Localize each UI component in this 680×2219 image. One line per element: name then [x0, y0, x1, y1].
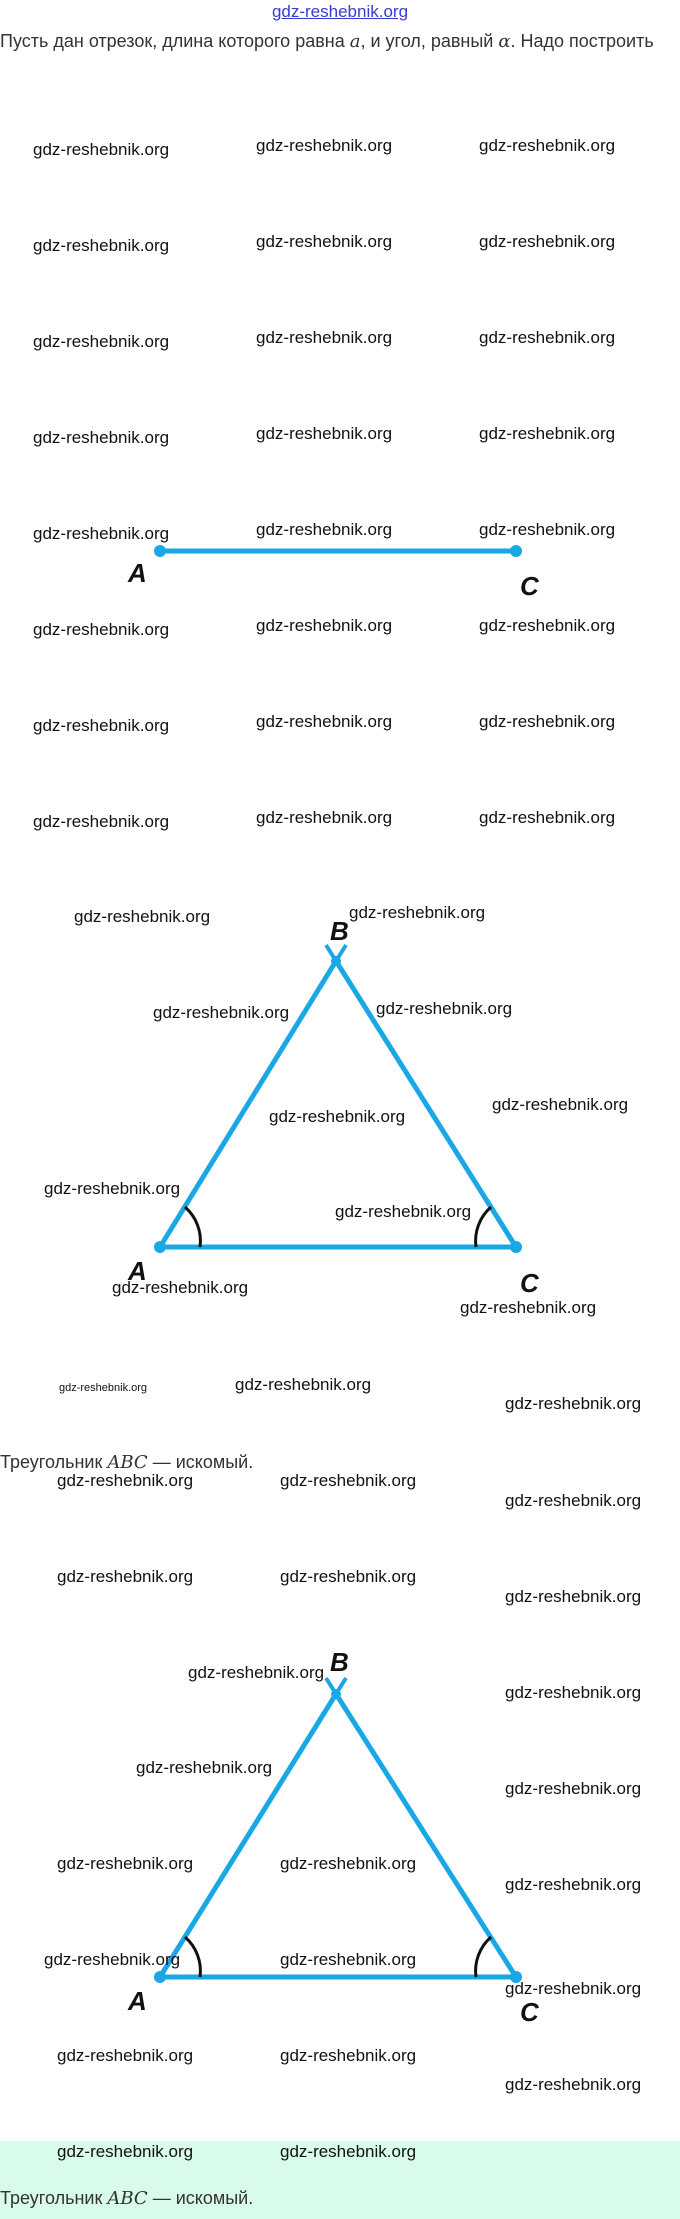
- label-a: A: [127, 1256, 147, 1286]
- segment-ac: A C: [127, 545, 540, 601]
- watermark: gdz-reshebnik.org: [59, 1382, 148, 1394]
- watermark: gdz-reshebnik.org: [280, 1854, 417, 1873]
- watermark: gdz-reshebnik.org: [33, 332, 170, 351]
- watermark: gdz-reshebnik.org: [280, 1950, 417, 1969]
- watermark: gdz-reshebnik.org: [376, 999, 513, 1018]
- watermark: gdz-reshebnik.org: [505, 1587, 642, 1606]
- label-a: A: [127, 1986, 147, 2016]
- highlight-band: [0, 2141, 680, 2219]
- watermark: gdz-reshebnik.org: [33, 140, 170, 159]
- watermark: gdz-reshebnik.org: [33, 428, 170, 447]
- watermark: gdz-reshebnik.org: [74, 907, 211, 926]
- watermark: gdz-reshebnik.org: [136, 1758, 273, 1777]
- watermark: gdz-reshebnik.org: [479, 616, 616, 635]
- angle-arc-c: [474, 1935, 493, 1978]
- angle-arc-c: [474, 1205, 493, 1248]
- label-b: B: [330, 916, 349, 946]
- watermark: gdz-reshebnik.org: [479, 328, 616, 347]
- triangle-2: B A C: [127, 1647, 540, 2027]
- result-text-2: Треугольник ABC — искомый.: [0, 2188, 254, 2209]
- watermark: gdz-reshebnik.org: [57, 1471, 194, 1490]
- triangle-1: B A C: [127, 916, 540, 1298]
- watermark: gdz-reshebnik.org: [269, 1107, 406, 1126]
- watermark: gdz-reshebnik.org: [280, 1567, 417, 1586]
- watermark: gdz-reshebnik.org: [479, 136, 616, 155]
- angle-arc-a: [183, 1935, 202, 1978]
- watermark: gdz-reshebnik.org: [256, 616, 393, 635]
- watermark: gdz-reshebnik.org: [256, 136, 393, 155]
- watermark: gdz-reshebnik.org: [460, 1298, 597, 1317]
- label-c: C: [520, 571, 540, 601]
- watermark: gdz-reshebnik.org: [479, 520, 616, 539]
- watermark: gdz-reshebnik.org: [57, 1854, 194, 1873]
- watermark: gdz-reshebnik.org: [112, 1278, 249, 1297]
- watermark: gdz-reshebnik.org: [235, 1375, 372, 1394]
- watermark: gdz-reshebnik.org: [479, 808, 616, 827]
- watermark: gdz-reshebnik.org: [479, 424, 616, 443]
- watermark: gdz-reshebnik.org: [505, 1875, 642, 1894]
- watermark: gdz-reshebnik.org: [256, 808, 393, 827]
- site-link[interactable]: gdz-reshebnik.org: [271, 2, 409, 21]
- watermark: gdz-reshebnik.org: [256, 424, 393, 443]
- watermark: gdz-reshebnik.org: [33, 716, 170, 735]
- watermark: gdz-reshebnik.org: [505, 1683, 642, 1702]
- label-c: C: [520, 1997, 540, 2027]
- watermark: gdz-reshebnik.org: [44, 1179, 181, 1198]
- watermark: gdz-reshebnik.org: [349, 903, 486, 922]
- watermark: gdz-reshebnik.org: [188, 1663, 325, 1682]
- watermark: gdz-reshebnik.org: [280, 1471, 417, 1490]
- watermark: gdz-reshebnik.org: [479, 232, 616, 251]
- watermark: gdz-reshebnik.org: [256, 712, 393, 731]
- label-a: A: [127, 558, 147, 588]
- watermark: gdz-reshebnik.org: [505, 2075, 642, 2094]
- watermark: gdz-reshebnik.org: [479, 712, 616, 731]
- watermark: gdz-reshebnik.org: [505, 1779, 642, 1798]
- watermark: gdz-reshebnik.org: [256, 328, 393, 347]
- watermark: gdz-reshebnik.org: [280, 2142, 417, 2161]
- watermark: gdz-reshebnik.org: [505, 1491, 642, 1510]
- watermark: gdz-reshebnik.org: [33, 812, 170, 831]
- result-text-1: Треугольник ABC — искомый.: [0, 1452, 254, 1473]
- watermark: gdz-reshebnik.org: [256, 232, 393, 251]
- watermark: gdz-reshebnik.org: [153, 1003, 290, 1022]
- watermark: gdz-reshebnik.org: [492, 1095, 629, 1114]
- watermark: gdz-reshebnik.org: [335, 1202, 472, 1221]
- watermark: gdz-reshebnik.org: [280, 2046, 417, 2065]
- watermark: gdz-reshebnik.org: [33, 524, 170, 543]
- watermark: gdz-reshebnik.org: [57, 2046, 194, 2065]
- watermark: gdz-reshebnik.org: [44, 1950, 181, 1969]
- angle-arc-a: [183, 1205, 202, 1248]
- watermark: gdz-reshebnik.org: [256, 520, 393, 539]
- intro-text: Пусть дан отрезок, длина которого равна …: [0, 31, 654, 52]
- watermark: gdz-reshebnik.org: [33, 236, 170, 255]
- watermark: gdz-reshebnik.org: [33, 620, 170, 639]
- watermark: gdz-reshebnik.org: [57, 1567, 194, 1586]
- label-b: B: [330, 1647, 349, 1677]
- label-c: C: [520, 1268, 540, 1298]
- watermark: gdz-reshebnik.org: [505, 1979, 642, 1998]
- watermark: gdz-reshebnik.org: [505, 1394, 642, 1413]
- watermark: gdz-reshebnik.org: [57, 2142, 194, 2161]
